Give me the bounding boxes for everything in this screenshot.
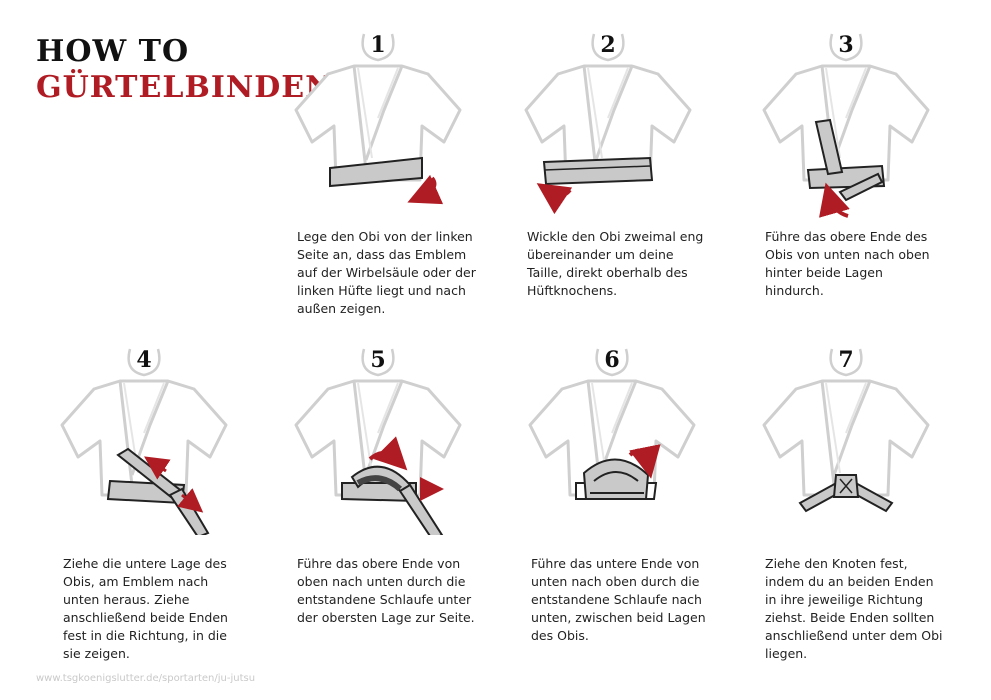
step-number: 4	[136, 347, 152, 373]
step-6-text: Führe das untere Ende von unten nach obe…	[531, 556, 706, 643]
step-5-figure: 5	[292, 345, 464, 535]
step-number: 6	[604, 347, 620, 373]
step-number: 3	[838, 32, 854, 58]
step-4-figure: 4	[58, 345, 230, 535]
title-guertelbinden: GÜRTELBINDEN	[36, 70, 334, 105]
step-3-text: Führe das obere Ende des Obis von unten …	[765, 229, 930, 298]
step-number: 7	[838, 347, 854, 373]
step-2-figure: 2	[522, 30, 694, 220]
step-1-figure: 1	[292, 30, 464, 220]
footer-url[interactable]: www.tsgkoenigslutter.de/sportarten/ju-ju…	[36, 673, 256, 684]
step-number: 5	[370, 347, 386, 373]
step-number: 2	[600, 32, 616, 58]
step-4-text: Ziehe die untere Lage des Obis, am Emble…	[63, 556, 228, 661]
step-1-text: Lege den Obi von der linken Seite an, da…	[297, 229, 476, 316]
step-6-figure: 6	[526, 345, 698, 535]
step-2-text: Wickle den Obi zweimal eng übereinander …	[527, 229, 704, 298]
step-5-text: Führe das obere Ende von oben nach unten…	[297, 556, 475, 625]
step-7-text: Ziehe den Knoten fest, indem du an beide…	[765, 556, 943, 661]
step-number: 1	[370, 32, 386, 58]
title-how-to: HOW TO	[36, 34, 190, 69]
step-3-figure: 3	[760, 30, 932, 220]
step-7-figure: 7	[760, 345, 932, 535]
